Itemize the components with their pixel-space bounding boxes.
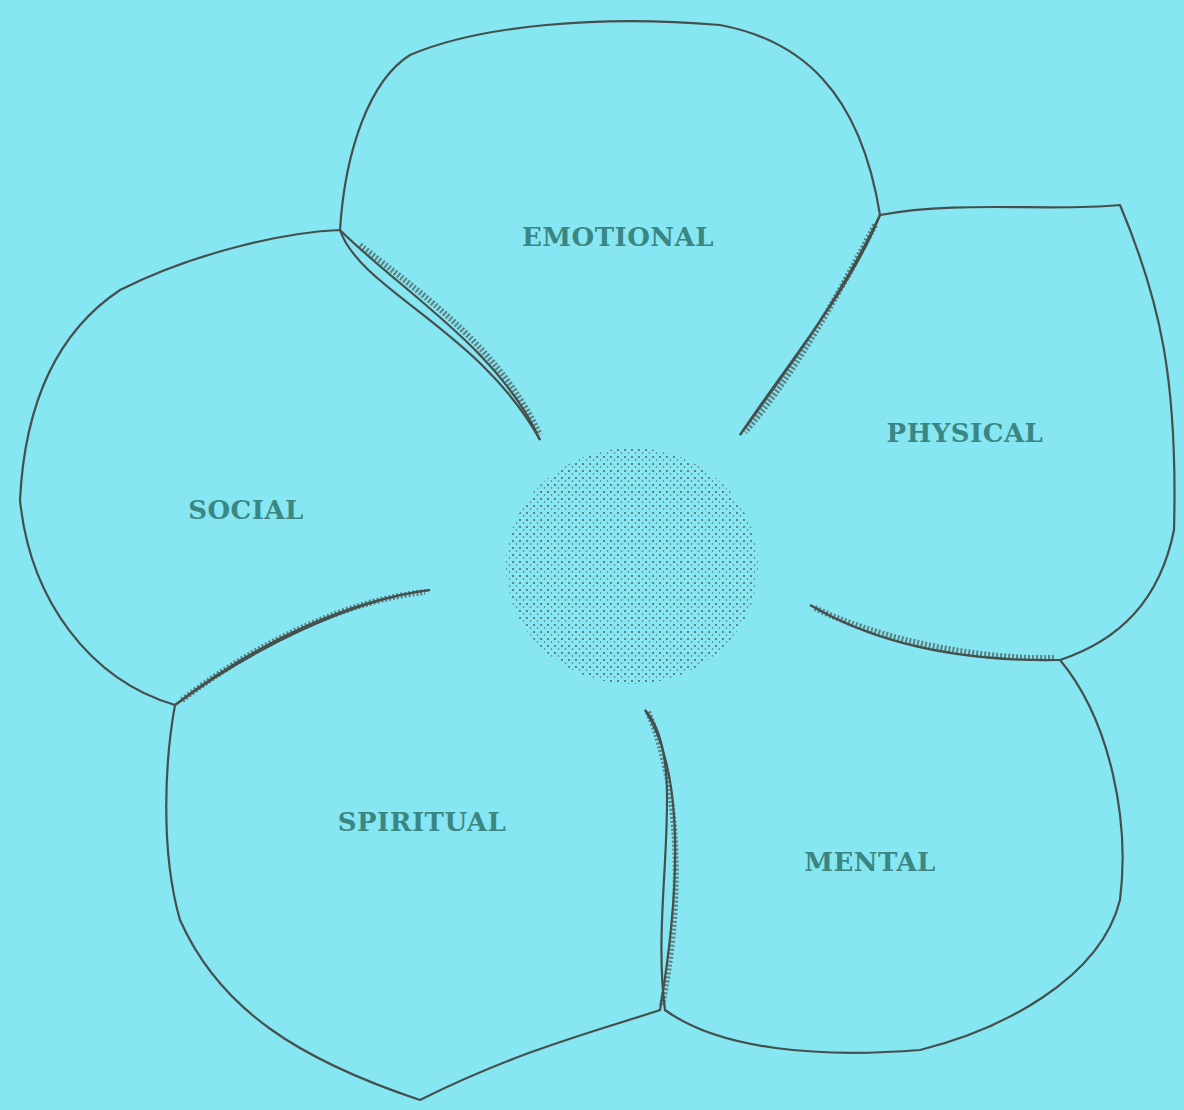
petal: MENTAL — [640, 650, 1130, 1060]
petal: EMOTIONAL — [335, 12, 885, 444]
petal-label: EMOTIONAL — [522, 222, 714, 252]
petal-label: MENTAL — [804, 847, 936, 877]
petal: PHYSICAL — [735, 195, 1184, 670]
petal-label: SOCIAL — [188, 495, 304, 525]
petal-edge — [340, 21, 880, 440]
petal-edge — [740, 205, 1175, 660]
flower-center — [506, 448, 758, 684]
petal-label: PHYSICAL — [887, 418, 1044, 448]
petal-shading — [182, 225, 1055, 1005]
petal-label: SPIRITUAL — [338, 807, 506, 837]
petal-edge — [20, 230, 540, 705]
petal-outline — [155, 580, 700, 1105]
petal-edge — [166, 590, 675, 1100]
petal: SPIRITUAL — [155, 580, 700, 1105]
petal-edge — [645, 660, 1123, 1053]
